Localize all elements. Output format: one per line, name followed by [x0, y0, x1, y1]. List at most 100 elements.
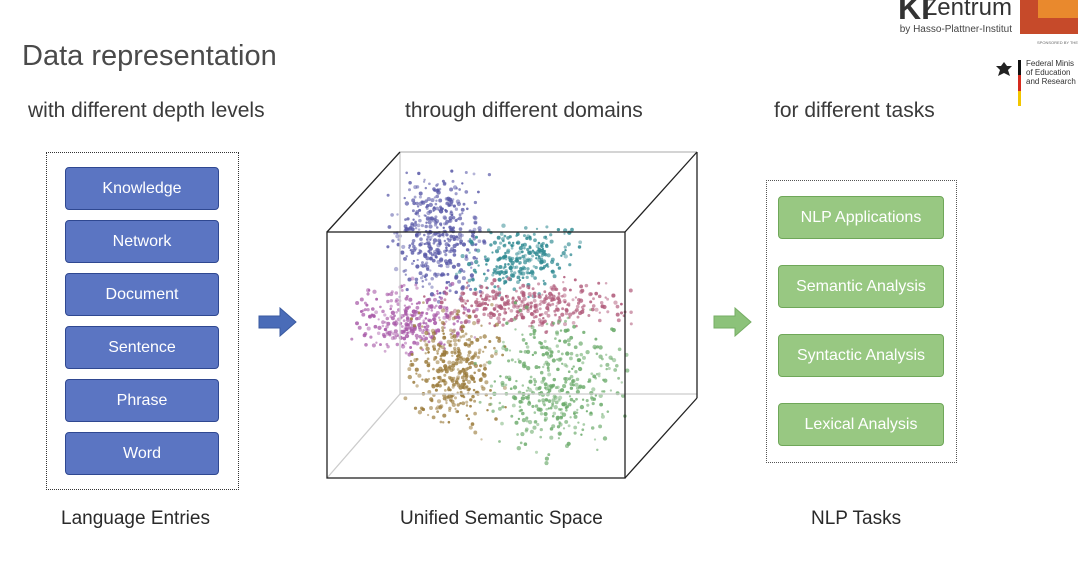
level-document: Document [65, 273, 219, 316]
embedding-point [365, 303, 369, 307]
embedding-point [598, 354, 603, 359]
embedding-point [497, 406, 502, 411]
embedding-point [569, 374, 574, 379]
embedding-point [553, 405, 558, 410]
embedding-point [447, 420, 451, 424]
embedding-point [394, 299, 398, 303]
embedding-point [402, 336, 407, 341]
embedding-point [415, 233, 419, 237]
embedding-point [568, 395, 572, 398]
embedding-point [376, 331, 381, 336]
embedding-point [604, 282, 608, 285]
embedding-point [557, 437, 561, 440]
embedding-point [470, 304, 474, 308]
embedding-point [402, 283, 406, 287]
embedding-point [421, 264, 426, 268]
embedding-point [552, 377, 557, 382]
embedding-point [443, 239, 446, 243]
embedding-point [490, 281, 494, 286]
embedding-point [433, 206, 436, 209]
embedding-point [544, 296, 549, 301]
embedding-point [577, 245, 582, 249]
embedding-point [553, 313, 557, 317]
embedding-point [375, 297, 379, 301]
embedding-point [350, 337, 354, 341]
embedding-point [408, 188, 411, 192]
embedding-point [434, 355, 438, 359]
embedding-point [425, 217, 430, 222]
embedding-point [540, 248, 544, 253]
embedding-point [472, 268, 477, 273]
embedding-point [518, 245, 524, 251]
embedding-point [407, 305, 411, 309]
embedding-point [428, 235, 433, 240]
embedding-point [373, 324, 378, 329]
embedding-point [403, 256, 407, 261]
embedding-point [473, 399, 477, 403]
embedding-point [439, 296, 443, 300]
embedding-point [456, 309, 461, 314]
embedding-point [457, 351, 462, 356]
embedding-point [560, 294, 564, 298]
embedding-point [501, 353, 504, 357]
embedding-point [444, 253, 448, 257]
embedding-point [462, 202, 466, 206]
embedding-point [475, 297, 479, 301]
embedding-point [589, 396, 594, 400]
embedding-point [569, 386, 574, 390]
embedding-point [521, 315, 526, 320]
embedding-point [491, 273, 495, 277]
embedding-point [551, 404, 554, 407]
embedding-point [413, 185, 418, 190]
embedding-point [552, 321, 556, 325]
embedding-point [536, 249, 540, 254]
embedding-point [502, 385, 507, 390]
embedding-point [605, 367, 608, 371]
embedding-point [412, 340, 417, 345]
embedding-point [422, 334, 426, 338]
embedding-point [414, 367, 419, 372]
embedding-point [539, 412, 544, 416]
embedding-point [487, 298, 491, 302]
embedding-point [568, 263, 572, 267]
embedding-point [542, 264, 547, 269]
embedding-point [438, 198, 443, 203]
embedding-point [540, 380, 545, 384]
embedding-point [507, 307, 510, 310]
embedding-point [419, 322, 422, 325]
embedding-point [440, 308, 446, 313]
embedding-point [547, 399, 552, 403]
embedding-point [501, 255, 506, 260]
embedding-point [498, 265, 503, 269]
embedding-point [531, 287, 535, 291]
embedding-point [458, 188, 461, 191]
embedding-point [444, 197, 449, 201]
embedding-point [559, 415, 563, 419]
embedding-point [482, 239, 486, 244]
embedding-point [441, 329, 445, 333]
embedding-point [427, 390, 432, 394]
embedding-point [366, 308, 370, 312]
embedding-point [518, 262, 521, 265]
embedding-point [424, 278, 428, 281]
embedding-point [404, 327, 409, 332]
embedding-point [546, 265, 550, 268]
embedding-point [363, 308, 367, 312]
embedding-point [425, 221, 428, 224]
embedding-point [533, 383, 537, 387]
embedding-point [443, 389, 447, 392]
embedding-point [452, 243, 457, 249]
embedding-point [549, 406, 553, 410]
embedding-point [427, 369, 431, 373]
embedding-point [573, 431, 577, 435]
embedding-point [560, 388, 565, 393]
embedding-point [604, 296, 607, 299]
embedding-point [447, 375, 452, 380]
embedding-point [467, 337, 472, 342]
embedding-point [443, 298, 447, 302]
embedding-point [438, 291, 442, 295]
embedding-point [469, 287, 473, 291]
embedding-point [513, 271, 517, 275]
embedding-point [436, 243, 441, 248]
embedding-point [386, 299, 390, 304]
